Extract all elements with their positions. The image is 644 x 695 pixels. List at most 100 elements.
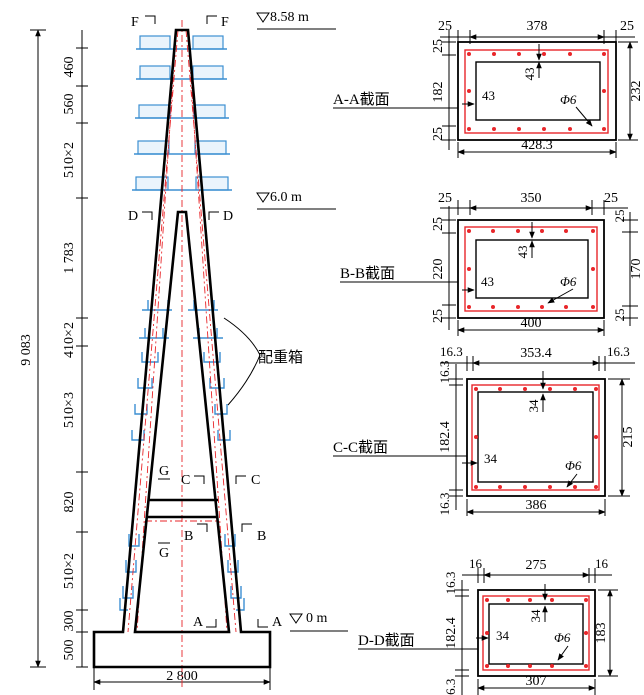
svg-text:307: 307	[526, 674, 547, 689]
svg-text:353.4: 353.4	[520, 346, 552, 361]
level-mark-top: 8.58 m	[256, 10, 336, 30]
segment-label-10: 500	[62, 640, 77, 661]
rebar-dots	[485, 598, 588, 668]
svg-text:C: C	[181, 473, 190, 488]
section-a-a: A-A截面 25 378 25 25 182 25 232 428.3	[333, 19, 644, 158]
svg-text:F: F	[131, 15, 139, 30]
svg-text:232: 232	[629, 81, 644, 102]
svg-text:16.3: 16.3	[443, 679, 458, 695]
segment-label-9: 300	[62, 611, 77, 632]
section-b-b: B-B截面 25 350 25 25 220 25 25 170 25 400	[340, 191, 644, 336]
counterweight-callout: 配重箱	[223, 317, 303, 406]
segment-label-6: 510×3	[62, 392, 77, 428]
svg-text:25: 25	[612, 309, 627, 322]
marker-C: C C	[181, 473, 260, 488]
svg-text:Φ6: Φ6	[554, 630, 571, 645]
svg-text:25: 25	[604, 191, 618, 206]
svg-text:378: 378	[527, 19, 548, 34]
svg-text:25: 25	[431, 39, 446, 53]
marker-G: G G	[158, 464, 170, 561]
upper-counterweight-stack	[132, 35, 232, 191]
svg-text:350: 350	[521, 191, 542, 206]
svg-text:182: 182	[431, 82, 446, 103]
svg-text:16.3: 16.3	[607, 344, 630, 359]
svg-text:C: C	[251, 473, 260, 488]
svg-text:25: 25	[620, 19, 634, 34]
svg-text:43: 43	[522, 68, 537, 81]
svg-text:34: 34	[484, 451, 498, 466]
svg-text:D: D	[128, 209, 138, 224]
svg-text:16: 16	[595, 556, 609, 571]
counterweight-boxes	[119, 35, 245, 611]
marker-F: F F	[131, 15, 229, 30]
svg-text:16.3: 16.3	[437, 493, 452, 516]
svg-text:400: 400	[521, 316, 542, 331]
segment-label-3: 510×2	[62, 142, 77, 178]
total-height-label: 9 083	[19, 334, 34, 366]
svg-text:34: 34	[528, 609, 543, 623]
tower-outline	[92, 28, 272, 669]
svg-text:16.3: 16.3	[443, 572, 458, 595]
rebar-dots	[474, 387, 598, 489]
marker-A: A A	[193, 615, 283, 630]
svg-text:275: 275	[526, 558, 547, 573]
rebar-dots	[467, 229, 595, 309]
svg-text:170: 170	[629, 259, 644, 280]
marker-B: B B	[184, 523, 266, 544]
svg-text:25: 25	[612, 210, 627, 223]
segment-label-7: 820	[62, 492, 77, 513]
section-a-a-title: A-A截面	[333, 91, 390, 108]
segment-label-8: 510×2	[62, 553, 77, 589]
svg-text:Φ6: Φ6	[565, 458, 582, 473]
svg-text:D: D	[223, 209, 233, 224]
segment-dimension-chain: 460 560 510×2 1 783 410×2 510×3 820 510×…	[62, 30, 88, 668]
reinforcement-lines	[127, 20, 237, 690]
svg-text:16: 16	[469, 556, 483, 571]
svg-text:220: 220	[431, 259, 446, 280]
svg-text:16.3: 16.3	[440, 344, 463, 359]
svg-text:182.4: 182.4	[438, 421, 453, 453]
section-markers: F F D D C C G G	[128, 15, 283, 630]
total-height-dimension: 9 083	[19, 29, 46, 668]
segment-label-1: 460	[62, 57, 77, 78]
svg-text:428.3: 428.3	[521, 138, 553, 153]
svg-text:16.3: 16.3	[437, 361, 452, 384]
segment-label-2: 560	[62, 94, 77, 115]
svg-text:25: 25	[431, 127, 446, 141]
level-mark-base: 0 m	[289, 611, 348, 632]
svg-text:183: 183	[594, 623, 609, 644]
svg-text:34: 34	[526, 399, 541, 413]
svg-text:G: G	[159, 546, 169, 561]
svg-text:43: 43	[482, 88, 495, 103]
rebar-dots	[467, 52, 606, 131]
svg-text:B: B	[257, 529, 266, 544]
marker-D: D D	[128, 209, 233, 224]
section-d-d: D-D截面 16 275 16 16.3 182.4 16.3 183 307 …	[358, 556, 618, 695]
svg-text:0 m: 0 m	[306, 611, 328, 626]
svg-text:8.58 m: 8.58 m	[270, 10, 309, 25]
section-c-c-title: C-C截面	[333, 439, 388, 456]
svg-text:25: 25	[431, 309, 446, 323]
counterweight-label: 配重箱	[258, 349, 303, 366]
svg-text:25: 25	[431, 217, 446, 231]
svg-text:A: A	[193, 615, 204, 630]
tower-elevation: 9 083 460 560 510×2 1 783 410×2	[19, 10, 348, 690]
svg-text:34: 34	[496, 628, 510, 643]
svg-text:43: 43	[481, 274, 494, 289]
svg-text:182.4: 182.4	[444, 617, 459, 649]
svg-text:25: 25	[438, 191, 452, 206]
svg-text:B: B	[184, 529, 193, 544]
svg-text:Φ6: Φ6	[560, 274, 577, 289]
section-b-b-title: B-B截面	[340, 265, 395, 282]
svg-text:6.0 m: 6.0 m	[270, 190, 302, 205]
segment-label-5: 410×2	[62, 322, 77, 358]
level-mark-mid: 6.0 m	[256, 190, 336, 210]
svg-text:43: 43	[515, 246, 530, 259]
svg-text:25: 25	[438, 19, 452, 34]
section-c-c: C-C截面 16.3 353.4 16.3 16.3 182.4 16.3 21…	[333, 344, 636, 516]
section-d-d-title: D-D截面	[358, 632, 415, 649]
segment-label-4: 1 783	[62, 242, 77, 274]
svg-text:A: A	[272, 615, 283, 630]
svg-text:F: F	[221, 15, 229, 30]
